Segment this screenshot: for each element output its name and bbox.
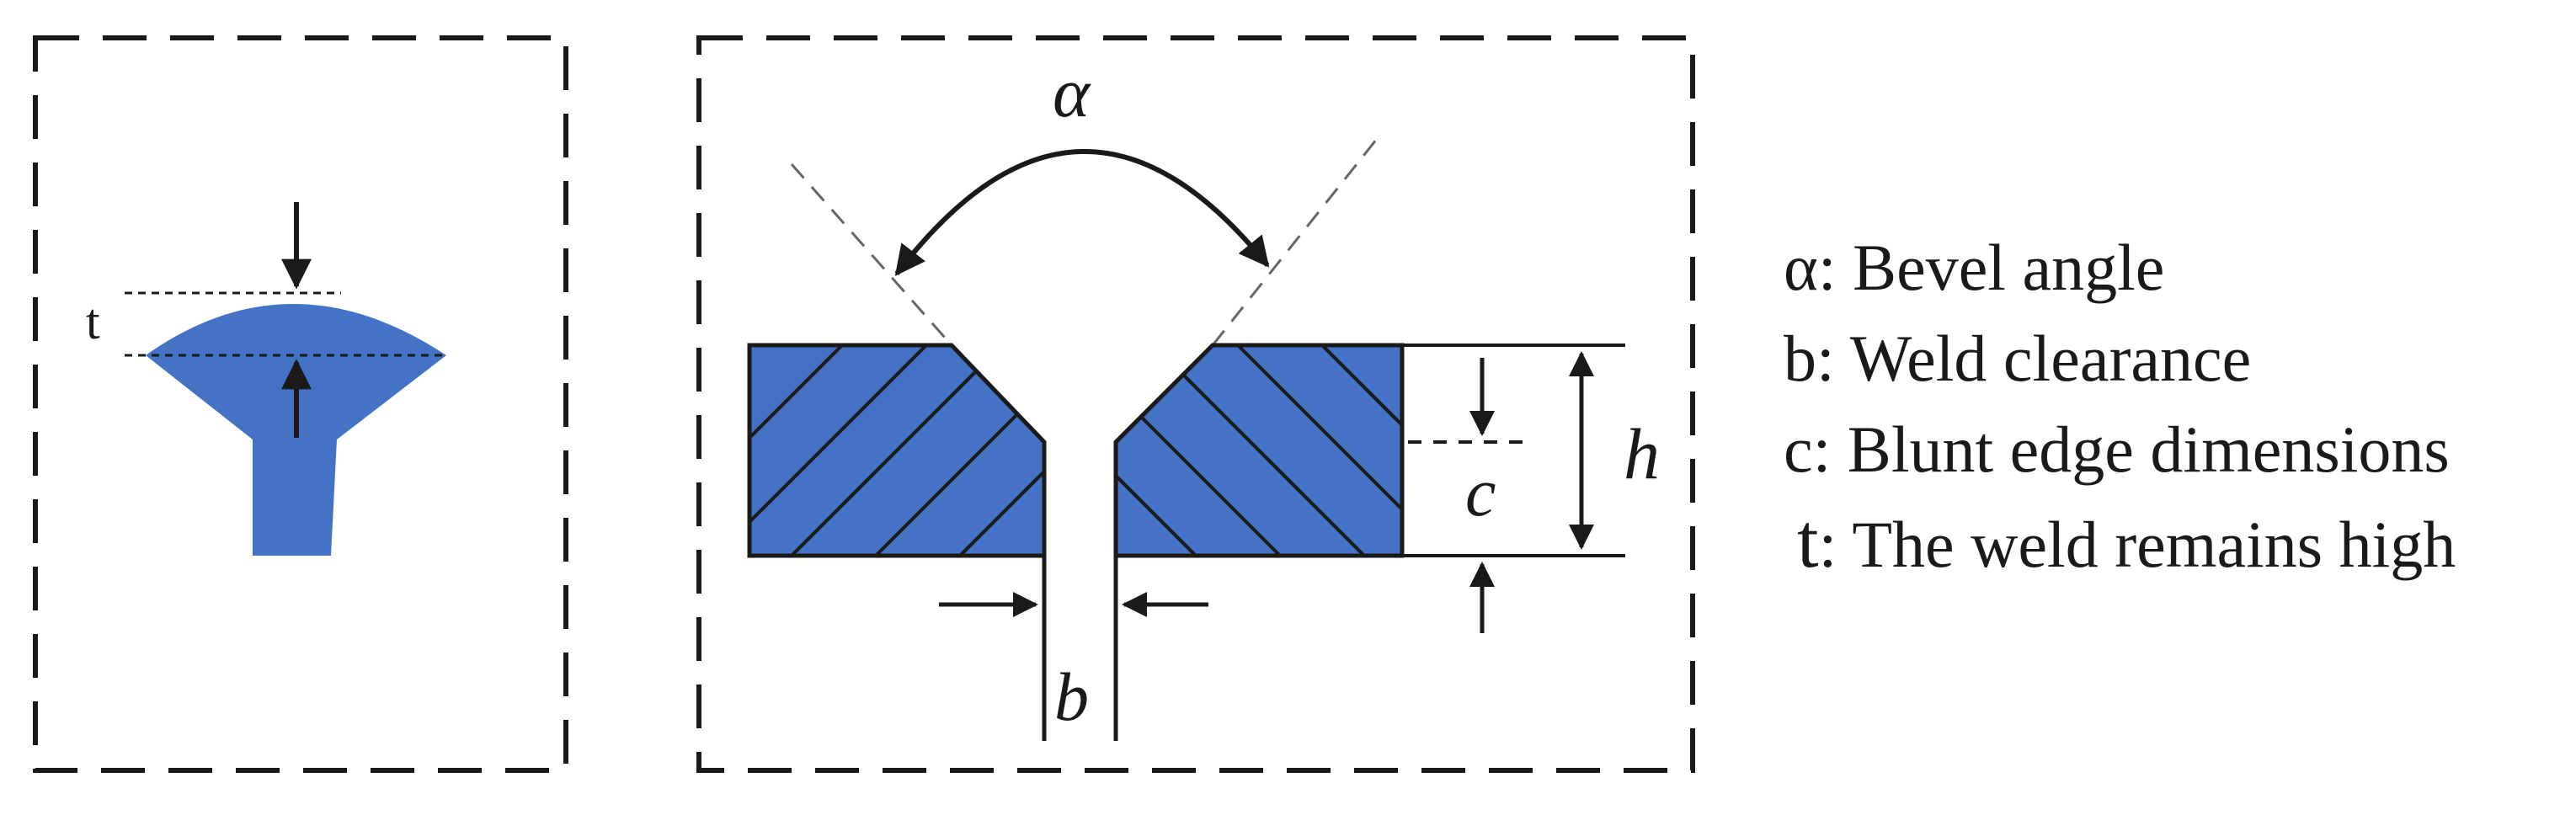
alpha-arc — [894, 149, 1270, 276]
c-label: c — [1465, 454, 1496, 530]
legend-text: : Weld clearance — [1816, 322, 2252, 395]
left-bevel-guide — [790, 163, 953, 346]
legend-item-t: t: The weld remains high — [1784, 495, 2567, 590]
legend-item-c: c: Blunt edge dimensions — [1784, 404, 2567, 495]
legend-symbol: c — [1784, 413, 1813, 486]
right-bevel-guide — [1211, 138, 1379, 346]
legend-item-b: b: Weld clearance — [1784, 313, 2567, 404]
legend-item-alpha: α: Bevel angle — [1784, 222, 2567, 313]
legend-symbol: b — [1784, 322, 1816, 395]
right-plate-hatching — [1116, 345, 1402, 556]
legend-text: : Bevel angle — [1817, 231, 2165, 304]
h-label: h — [1624, 413, 1660, 494]
alpha-label: α — [1053, 54, 1091, 132]
legend: α: Bevel angle b: Weld clearance c: Blun… — [1784, 222, 2567, 590]
right-panel-frame — [696, 35, 1695, 773]
left-plate-hatching — [749, 345, 1044, 556]
legend-symbol: t — [1797, 498, 1819, 583]
legend-text: : Blunt edge dimensions — [1812, 413, 2450, 486]
legend-symbol: α — [1784, 231, 1818, 304]
legend-text: : The weld remains high — [1818, 508, 2456, 581]
b-label: b — [1054, 658, 1089, 735]
t-label-left: t — [86, 294, 100, 349]
left-panel-frame — [33, 35, 568, 773]
